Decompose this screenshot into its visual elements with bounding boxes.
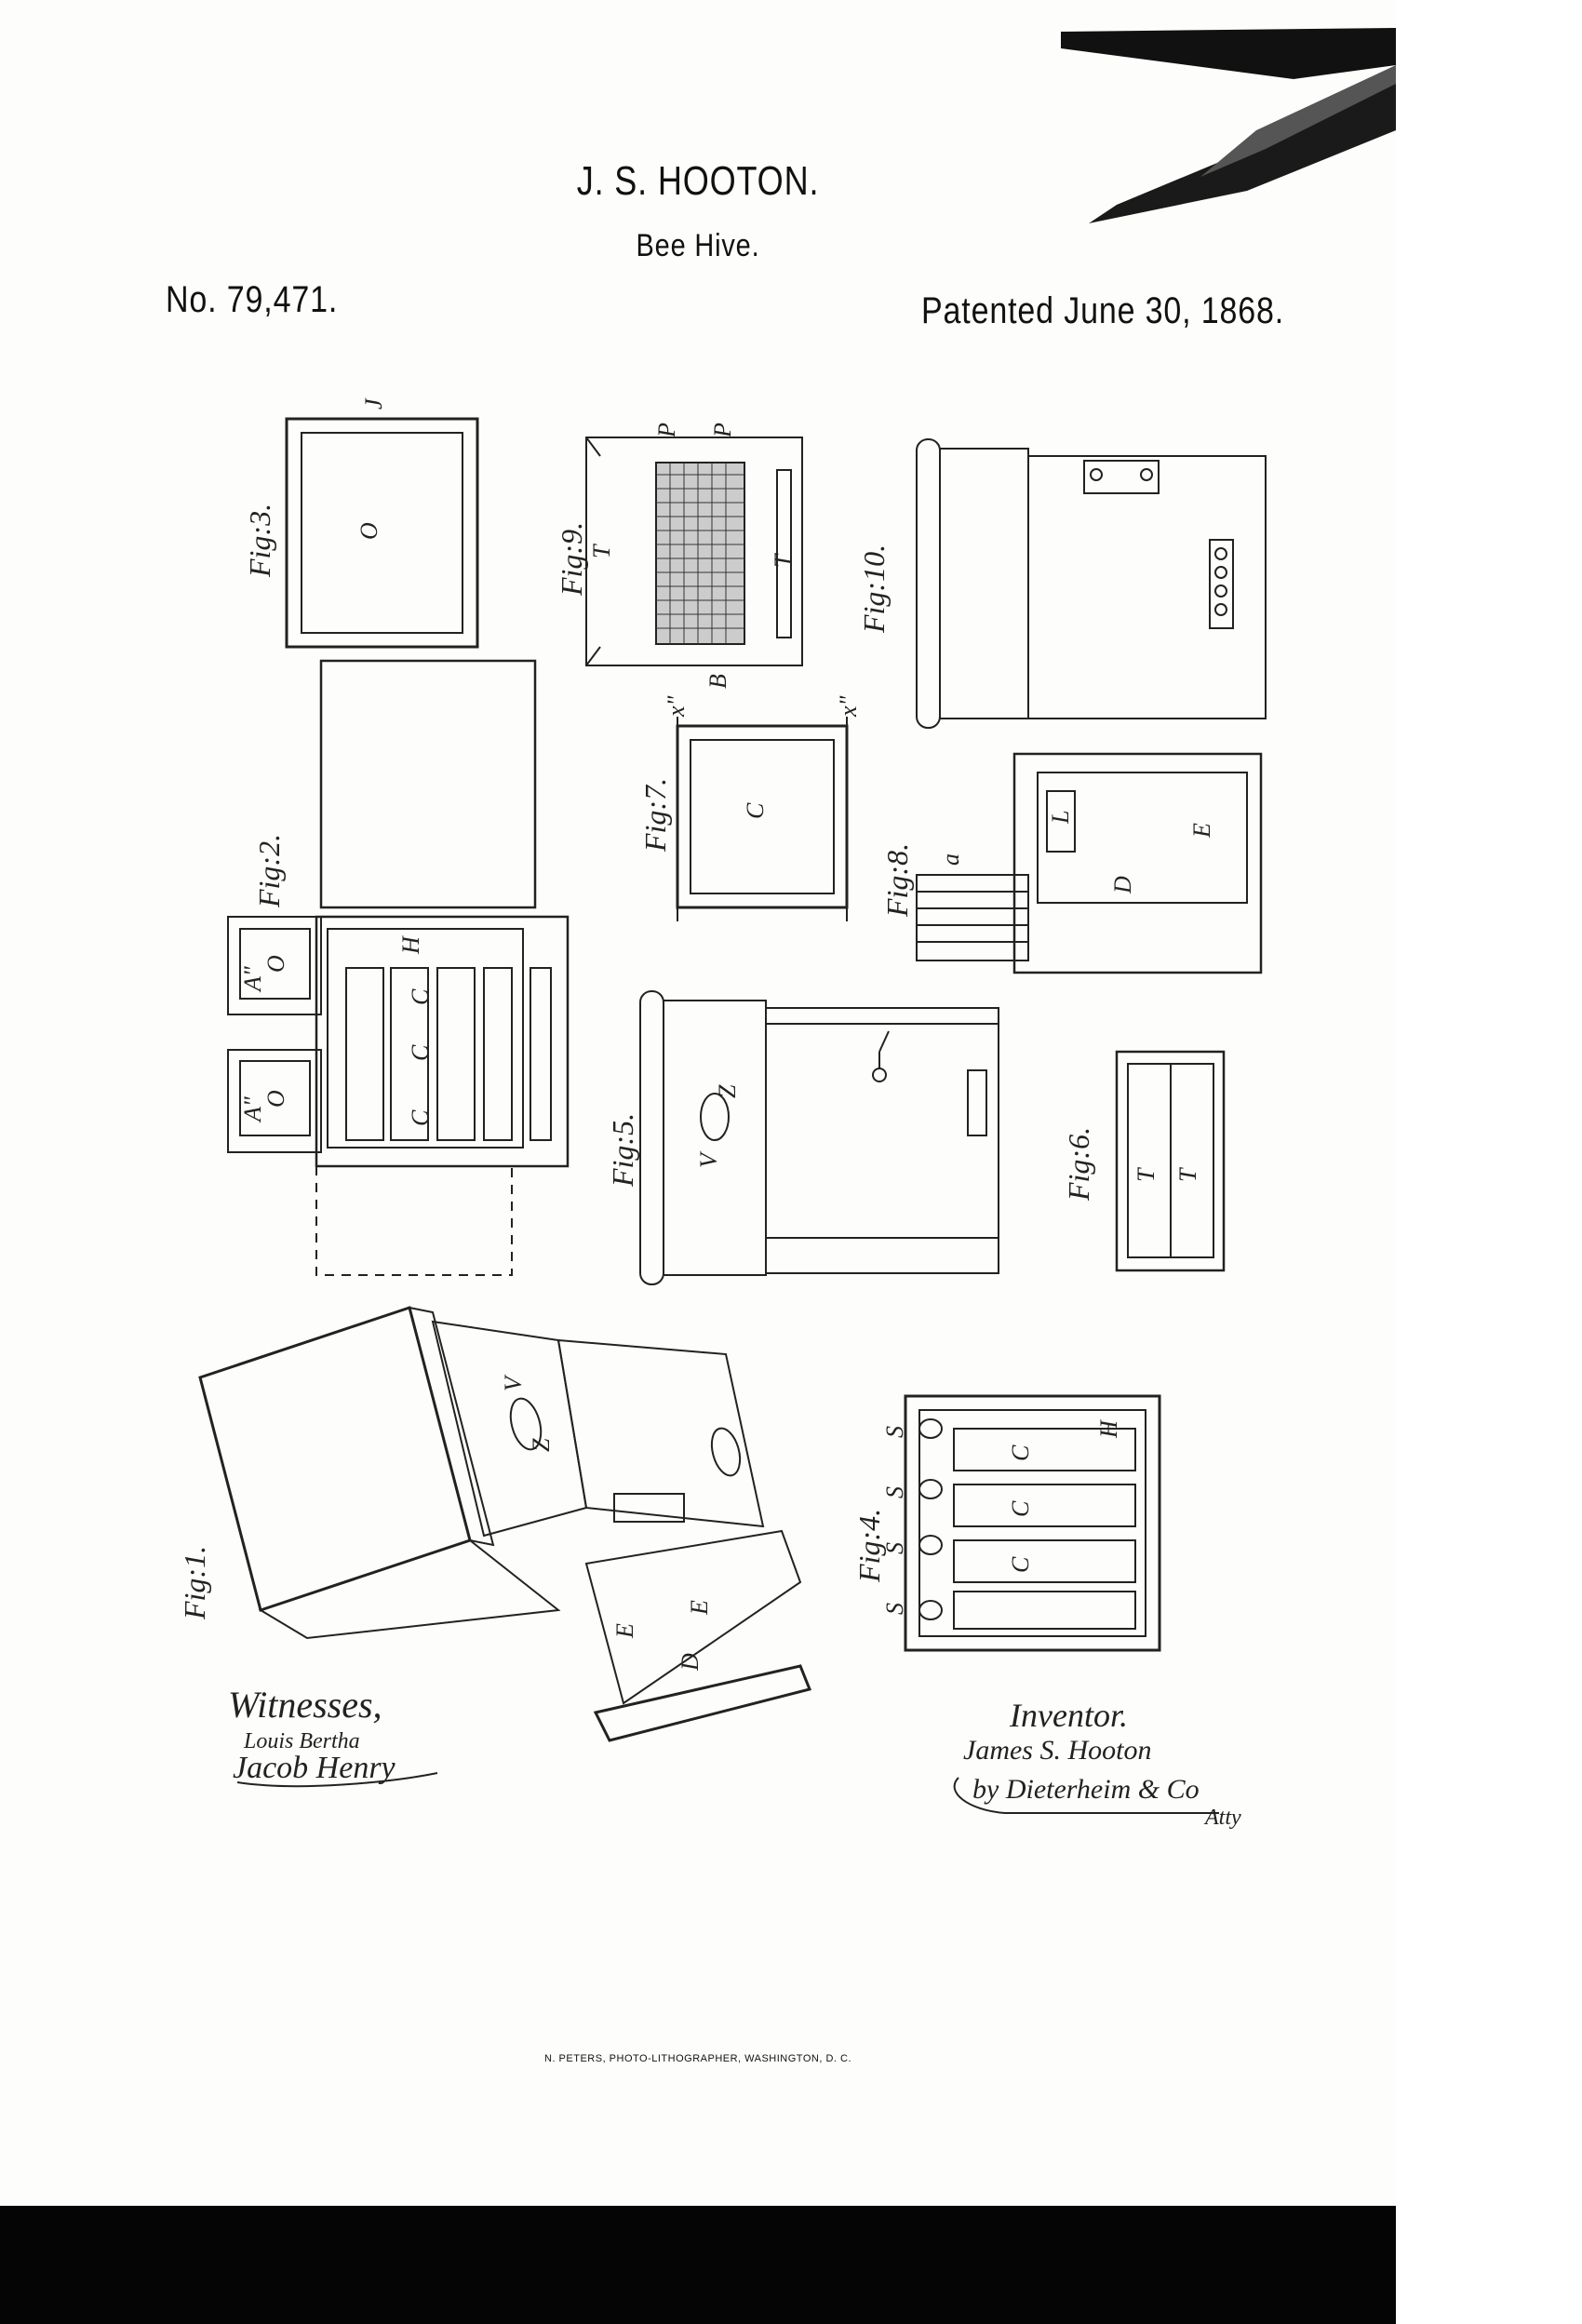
letter-s: S xyxy=(881,1486,908,1498)
figure-10: Fig:10. xyxy=(857,438,1267,729)
attorney-signature: by Dieterheim & Co xyxy=(972,1774,1200,1805)
letter-h: H xyxy=(397,935,424,955)
letter-d: D xyxy=(1109,876,1136,894)
letter-h: H xyxy=(1095,1419,1122,1439)
letter-v: V xyxy=(695,1150,722,1168)
letter-x: x" xyxy=(663,695,690,718)
letter-e: E xyxy=(1188,823,1215,839)
figure-1: V Z E E D Fig:1. xyxy=(178,1306,812,1742)
figure-6: T T Fig:6. xyxy=(1062,1050,1226,1272)
lithographer-credit: N. PETERS, PHOTO-LITHOGRAPHER, WASHINGTO… xyxy=(544,2053,851,2064)
scan-margin-right xyxy=(1396,0,1582,2324)
witness-1-signature: Louis Bertha xyxy=(243,1729,360,1753)
letter-a: a xyxy=(937,853,964,866)
witnesses-block: Witnesses, Louis Bertha Jacob Henry xyxy=(228,1684,396,1785)
letter-c: C xyxy=(407,988,434,1005)
patent-date: Patented June 30, 1868. xyxy=(921,290,1285,331)
letter-p: P xyxy=(709,423,736,438)
fig-label-2: Fig:2. xyxy=(252,834,286,908)
letter-d: D xyxy=(677,1653,704,1672)
fig-label-10: Fig:10. xyxy=(857,544,891,634)
letter-z: Z xyxy=(528,1438,555,1452)
fig-label-3: Fig:3. xyxy=(243,504,276,578)
letter-s: S xyxy=(881,1542,908,1554)
fig-label-7: Fig:7. xyxy=(638,778,672,853)
figure-3: O J Fig:3. xyxy=(243,397,479,649)
letter-e: E xyxy=(686,1600,713,1616)
letter-z: Z xyxy=(714,1084,741,1098)
figure-7: C x" x" Fig:7. xyxy=(638,695,862,921)
figure-8: L E D a Fig:8. xyxy=(880,752,1263,974)
letter-b: B xyxy=(704,674,731,689)
patent-number: No. 79,471. xyxy=(166,279,339,320)
figure-5: V Z Fig:5. xyxy=(606,990,999,1285)
letter-c: C xyxy=(1007,1444,1034,1461)
letter-c: C xyxy=(407,1044,434,1061)
figure-2: A" A" O O C C C H Fig:2. xyxy=(227,659,570,1276)
letter-e: E xyxy=(611,1623,638,1639)
letter-o: O xyxy=(262,955,289,973)
inventor-name: J. S. HOOTON. xyxy=(576,158,820,204)
letter-c: C xyxy=(1007,1556,1034,1573)
letter-l: L xyxy=(1047,811,1074,825)
letter-s: S xyxy=(881,1426,908,1438)
inventor-signature: James S. Hooton xyxy=(963,1735,1151,1766)
witnesses-label: Witnesses, xyxy=(228,1684,382,1726)
figure-9: P P T T B Fig:9. xyxy=(555,423,803,689)
figure-4: S S S S C C C H Fig:4. xyxy=(852,1394,1161,1652)
letter-c: C xyxy=(1007,1500,1034,1517)
fig-label-6: Fig:6. xyxy=(1062,1127,1095,1202)
letter-v: V xyxy=(500,1374,527,1391)
letter-c: C xyxy=(407,1109,434,1126)
letter-p: P xyxy=(653,423,680,438)
letter-c: C xyxy=(742,802,769,819)
letter-j: J xyxy=(360,397,387,410)
inventor-label: Inventor. xyxy=(1009,1697,1128,1734)
fig-label-1: Fig:1. xyxy=(178,1546,211,1620)
invention-title: Bee Hive. xyxy=(636,228,760,263)
letter-o: O xyxy=(262,1090,289,1108)
inventor-block: Inventor. James S. Hooton by Dieterheim … xyxy=(963,1697,1241,1830)
letter-t: T xyxy=(770,553,797,568)
letter-o: O xyxy=(355,522,382,540)
letter-a: A" xyxy=(239,966,266,993)
letter-t: T xyxy=(1133,1167,1160,1182)
patent-sheet xyxy=(0,0,1396,2324)
letter-x: x" xyxy=(835,695,862,718)
torn-corner xyxy=(1061,28,1396,223)
witness-2-signature: Jacob Henry xyxy=(233,1751,396,1785)
letter-a: A" xyxy=(239,1096,266,1123)
letter-s: S xyxy=(881,1603,908,1615)
letter-t: T xyxy=(588,544,615,558)
fig-label-5: Fig:5. xyxy=(606,1113,639,1188)
attorney-label: Atty xyxy=(1203,1806,1241,1830)
patent-drawing: O J Fig:3. P P T T B Fig:9. xyxy=(178,397,1267,1830)
fig-label-9: Fig:9. xyxy=(555,522,588,597)
fig-label-4: Fig:4. xyxy=(852,1509,886,1583)
letter-t: T xyxy=(1174,1167,1201,1182)
fig-label-8: Fig:8. xyxy=(880,843,914,918)
scan-border-bottom xyxy=(0,2206,1396,2324)
